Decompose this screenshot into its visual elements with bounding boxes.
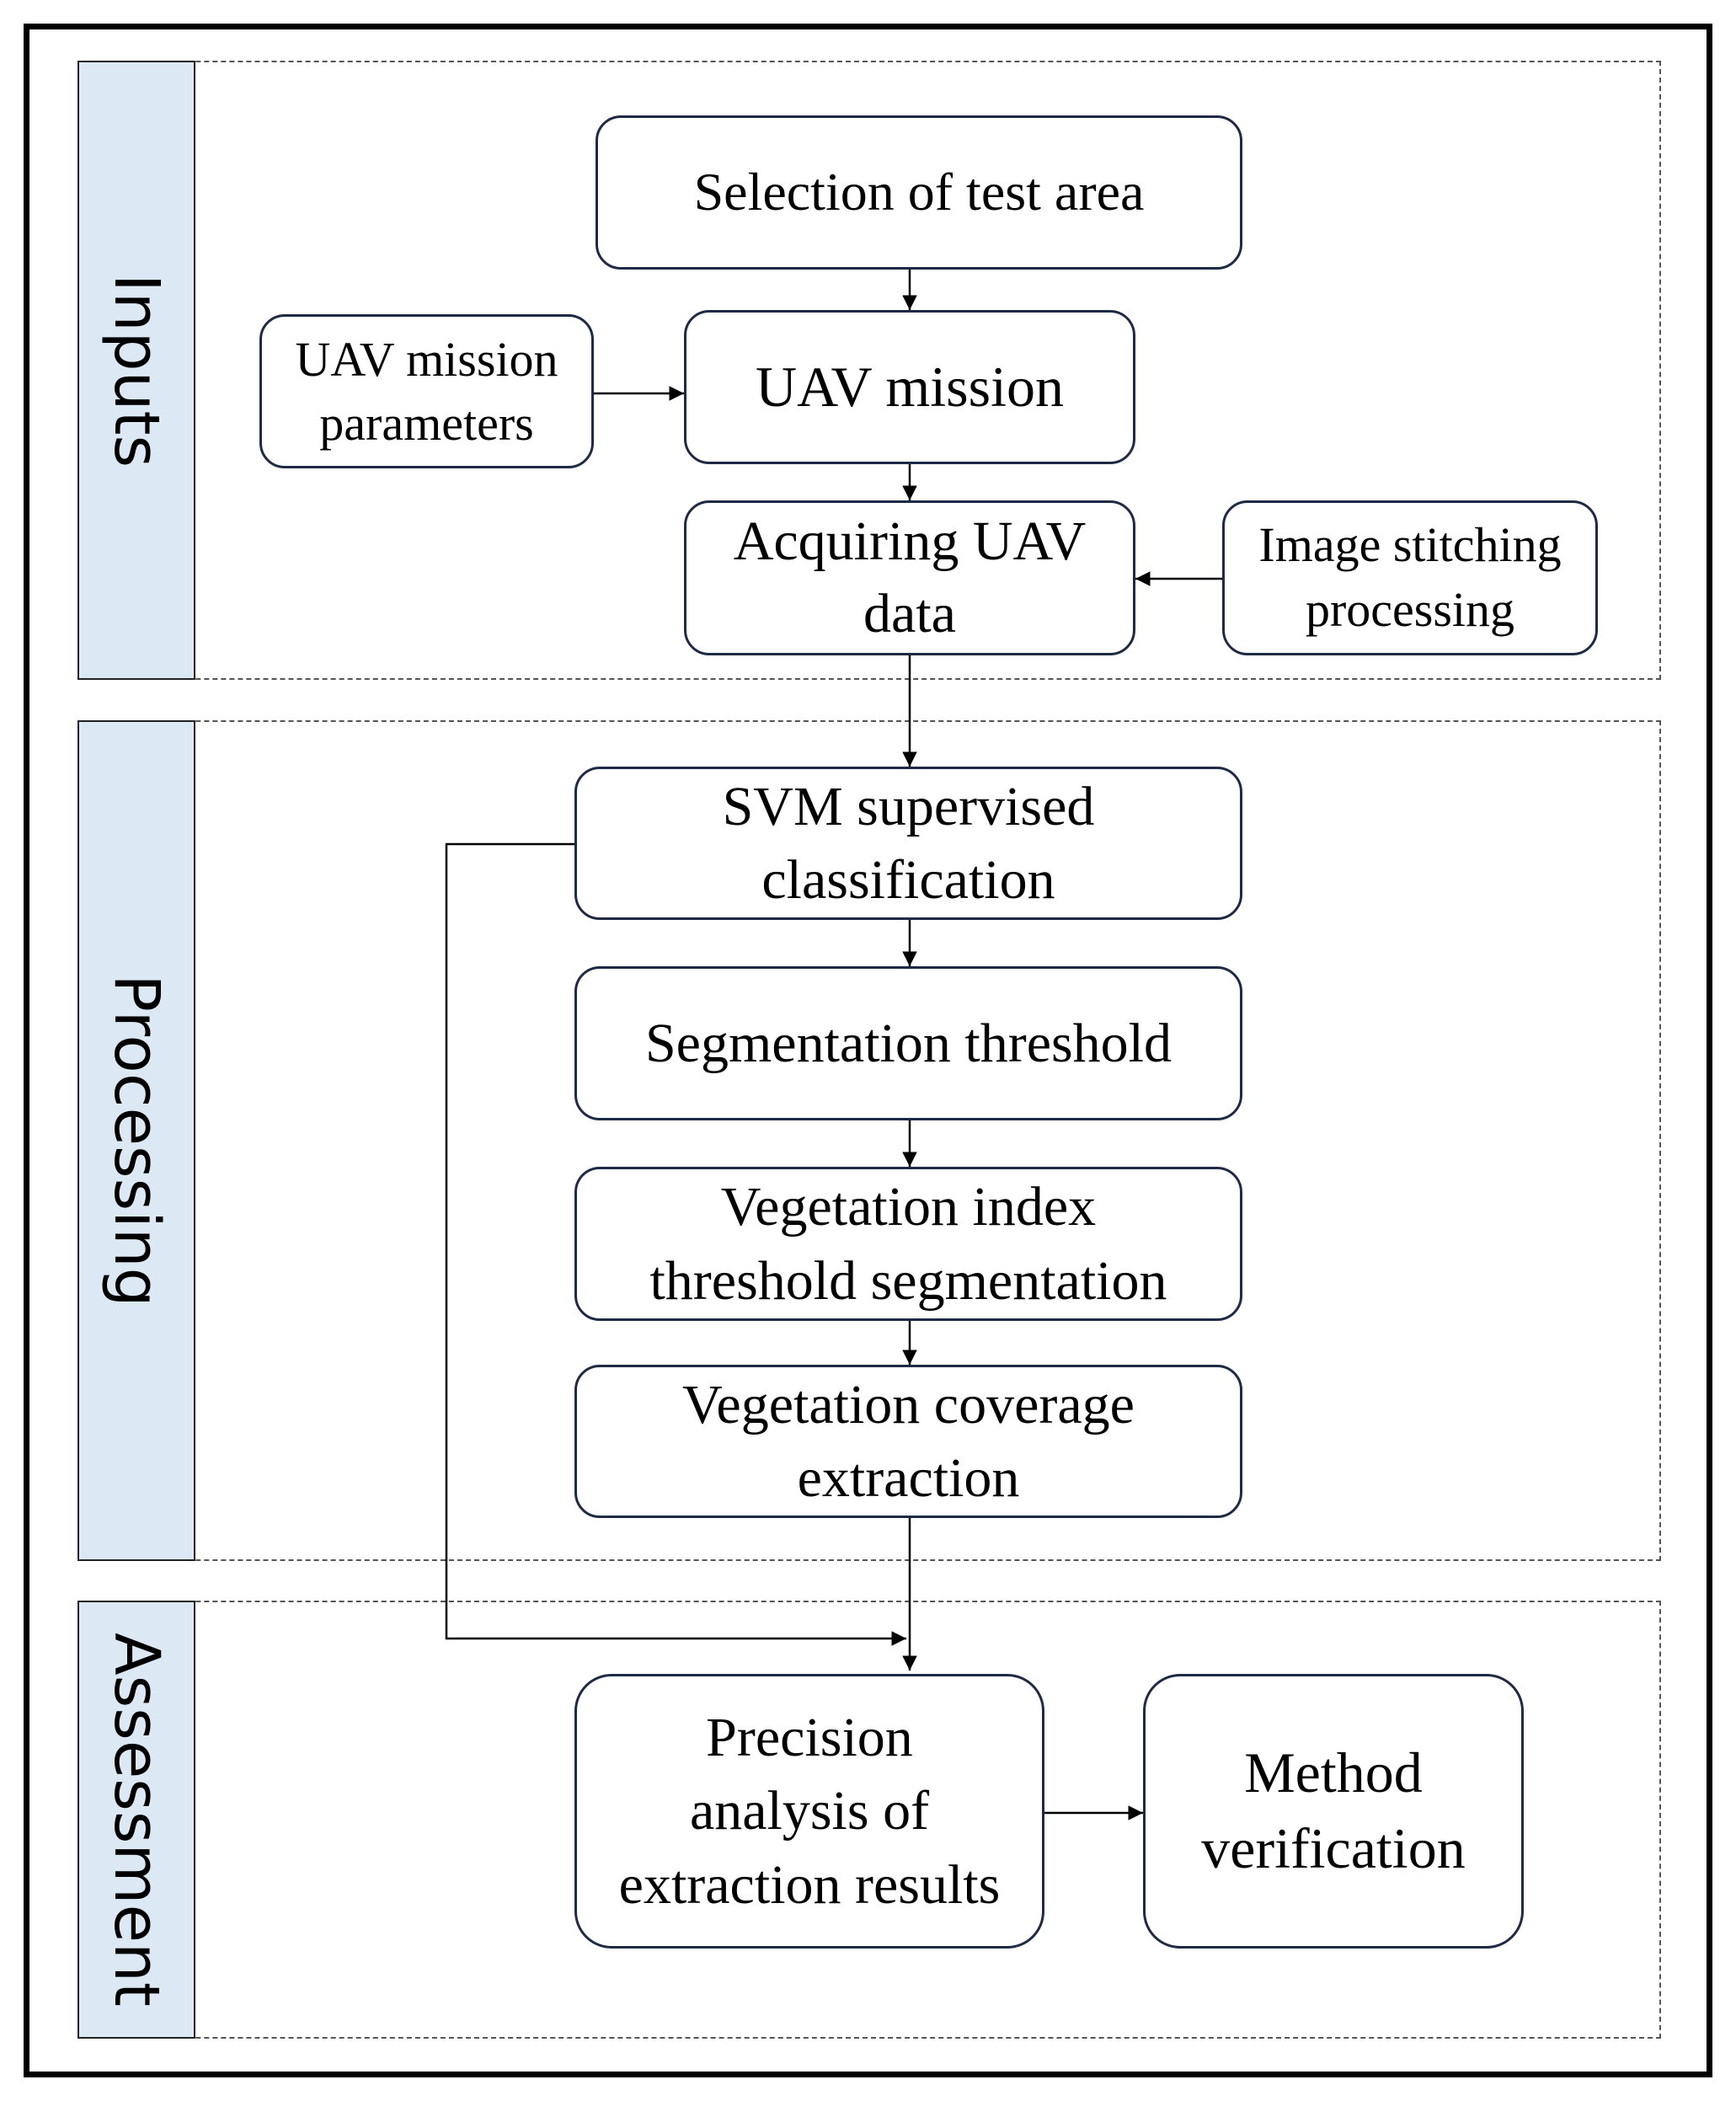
vegetation-index-text: Vegetation index threshold segmentation <box>649 1176 1167 1312</box>
method-verification-text: Method verification <box>1201 1740 1466 1880</box>
vegetation-coverage-box: Vegetation coverage extraction <box>574 1365 1242 1518</box>
assessment-tab: Assessment <box>77 1601 195 2039</box>
acquiring-uav-data-text: Acquiring UAV data <box>733 511 1087 644</box>
precision-analysis-text: Precision analysis of extraction results <box>618 1707 1001 1916</box>
svm-classification-box: SVM supervised classification <box>574 767 1242 920</box>
uav-mission-text: UAV mission <box>756 354 1064 419</box>
segmentation-threshold-text: Segmentation threshold <box>644 1012 1172 1074</box>
selection-of-test-area-text: Selection of test area <box>693 162 1145 222</box>
uav-mission-box: UAV mission <box>684 310 1135 464</box>
uav-mission-parameters-text: UAV mission parameters <box>295 332 558 451</box>
svm-classification-text: SVM supervised classification <box>722 775 1095 911</box>
arrow-svm-bypass-to-precision <box>445 842 906 1646</box>
method-verification-box: Method verification <box>1143 1674 1524 1949</box>
selection-of-test-area-box: Selection of test area <box>596 115 1242 270</box>
inputs-tab: Inputs <box>77 61 195 680</box>
uav-mission-parameters-box: UAV mission parameters <box>259 314 594 468</box>
segmentation-threshold-box: Segmentation threshold <box>574 966 1242 1120</box>
precision-analysis-box: Precision analysis of extraction results <box>574 1674 1044 1949</box>
processing-tab: Processing <box>77 720 195 1561</box>
vegetation-index-box: Vegetation index threshold segmentation <box>574 1167 1242 1321</box>
acquiring-uav-data-box: Acquiring UAV data <box>684 500 1135 655</box>
vegetation-coverage-text: Vegetation coverage extraction <box>682 1373 1135 1509</box>
image-stitching-text: Image stitching processing <box>1258 517 1562 637</box>
image-stitching-box: Image stitching processing <box>1222 500 1598 655</box>
